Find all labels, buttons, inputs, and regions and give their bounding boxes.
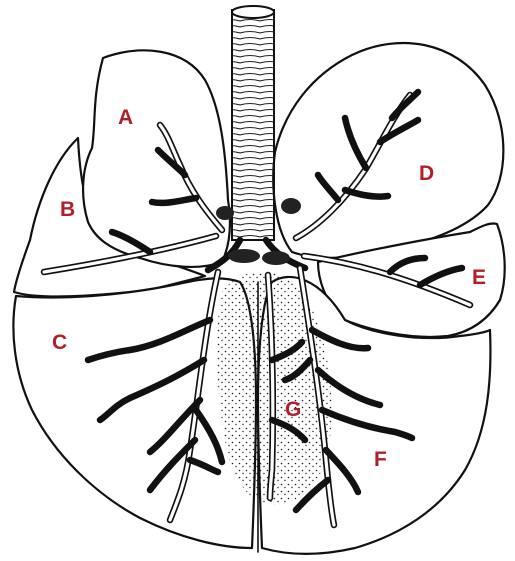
lobe-a bbox=[83, 50, 230, 267]
trachea bbox=[232, 6, 274, 240]
label-f: F bbox=[374, 448, 387, 471]
label-d: D bbox=[419, 162, 434, 185]
label-c: C bbox=[52, 331, 67, 354]
label-a: A bbox=[118, 106, 133, 129]
label-g: G bbox=[285, 398, 301, 421]
lobe-d bbox=[273, 43, 503, 258]
label-b: B bbox=[60, 198, 75, 221]
label-e: E bbox=[472, 266, 486, 289]
